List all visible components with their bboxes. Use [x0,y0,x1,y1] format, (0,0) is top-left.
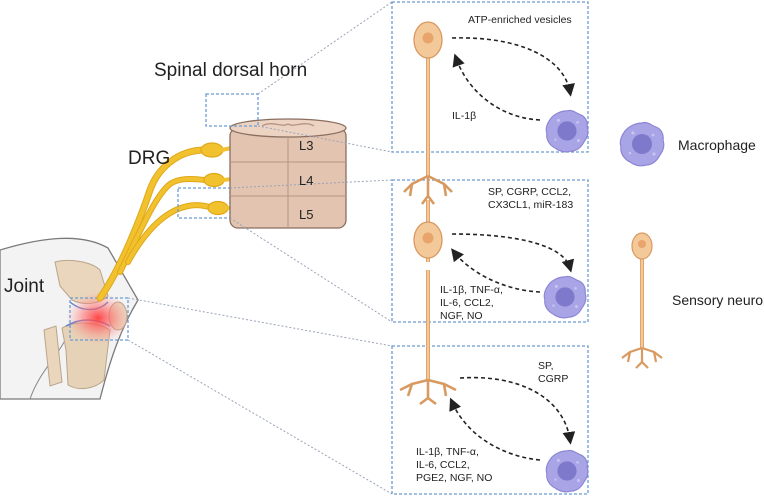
panel-boxes [391,1,589,495]
joint-label: Joint [4,276,45,297]
spinal-dorsal-horn-label: Spinal dorsal horn [154,60,308,81]
segment-l5-label: L5 [299,207,314,222]
panel1-bottom-text: IL-1β [452,110,476,123]
legend-sensory-neuron-label: Sensory neuron [672,292,764,308]
sensory-neuron-main [399,21,457,406]
panel3-bottom-text: IL-1β, TNF-α, IL-6, CCL2, PGE2, NGF, NO [416,446,492,485]
panel2-top-line: CX3CL1, miR-183 [488,199,574,211]
panel1-top-text: ATP-enriched vesicles [468,14,572,27]
panel2-top-text: SP, CGRP, CCL2, CX3CL1, miR-183 [488,186,573,212]
sensory-neuron-legend-icon [621,232,663,369]
panel3-bottom-line: IL-6, CCL2, [416,459,470,471]
panel3-top-line: CGRP [538,373,569,385]
panel1-top-line: ATP-enriched vesicles [468,14,572,26]
panel1-bottom-line: IL-1β [452,110,477,122]
macrophage-icon [545,109,589,153]
panel2-bottom-text: IL-1β, TNF-α, IL-6, CCL2, NGF, NO [440,284,503,323]
legend-macrophage-label: Macrophage [678,137,756,153]
panel3-top-line: SP, [538,360,554,372]
panel2-bottom-line: IL-1β, TNF-α, [440,284,503,296]
panel3-bottom-line: IL-1β, TNF-α, [416,446,479,458]
macrophage-legend-icon [619,121,665,167]
joint-illustration [0,237,139,400]
panel2-bottom-line: NGF, NO [440,310,483,322]
spinal-cord [205,93,347,229]
panel3-bottom-line: PGE2, NGF, NO [416,472,493,484]
segment-l4-label: L4 [299,173,314,188]
panel3-top-text: SP, CGRP [538,360,568,386]
macrophage-icon [543,275,587,319]
signal-arrows [449,37,576,461]
connector-lines [127,1,393,495]
segment-l3-label: L3 [299,138,314,153]
drg-label: DRG [128,148,171,169]
panel2-bottom-line: IL-6, CCL2, [440,297,494,309]
panel2-top-line: SP, CGRP, CCL2, [488,186,572,198]
nerve-drg [96,142,242,302]
macrophage-icon [545,449,589,493]
